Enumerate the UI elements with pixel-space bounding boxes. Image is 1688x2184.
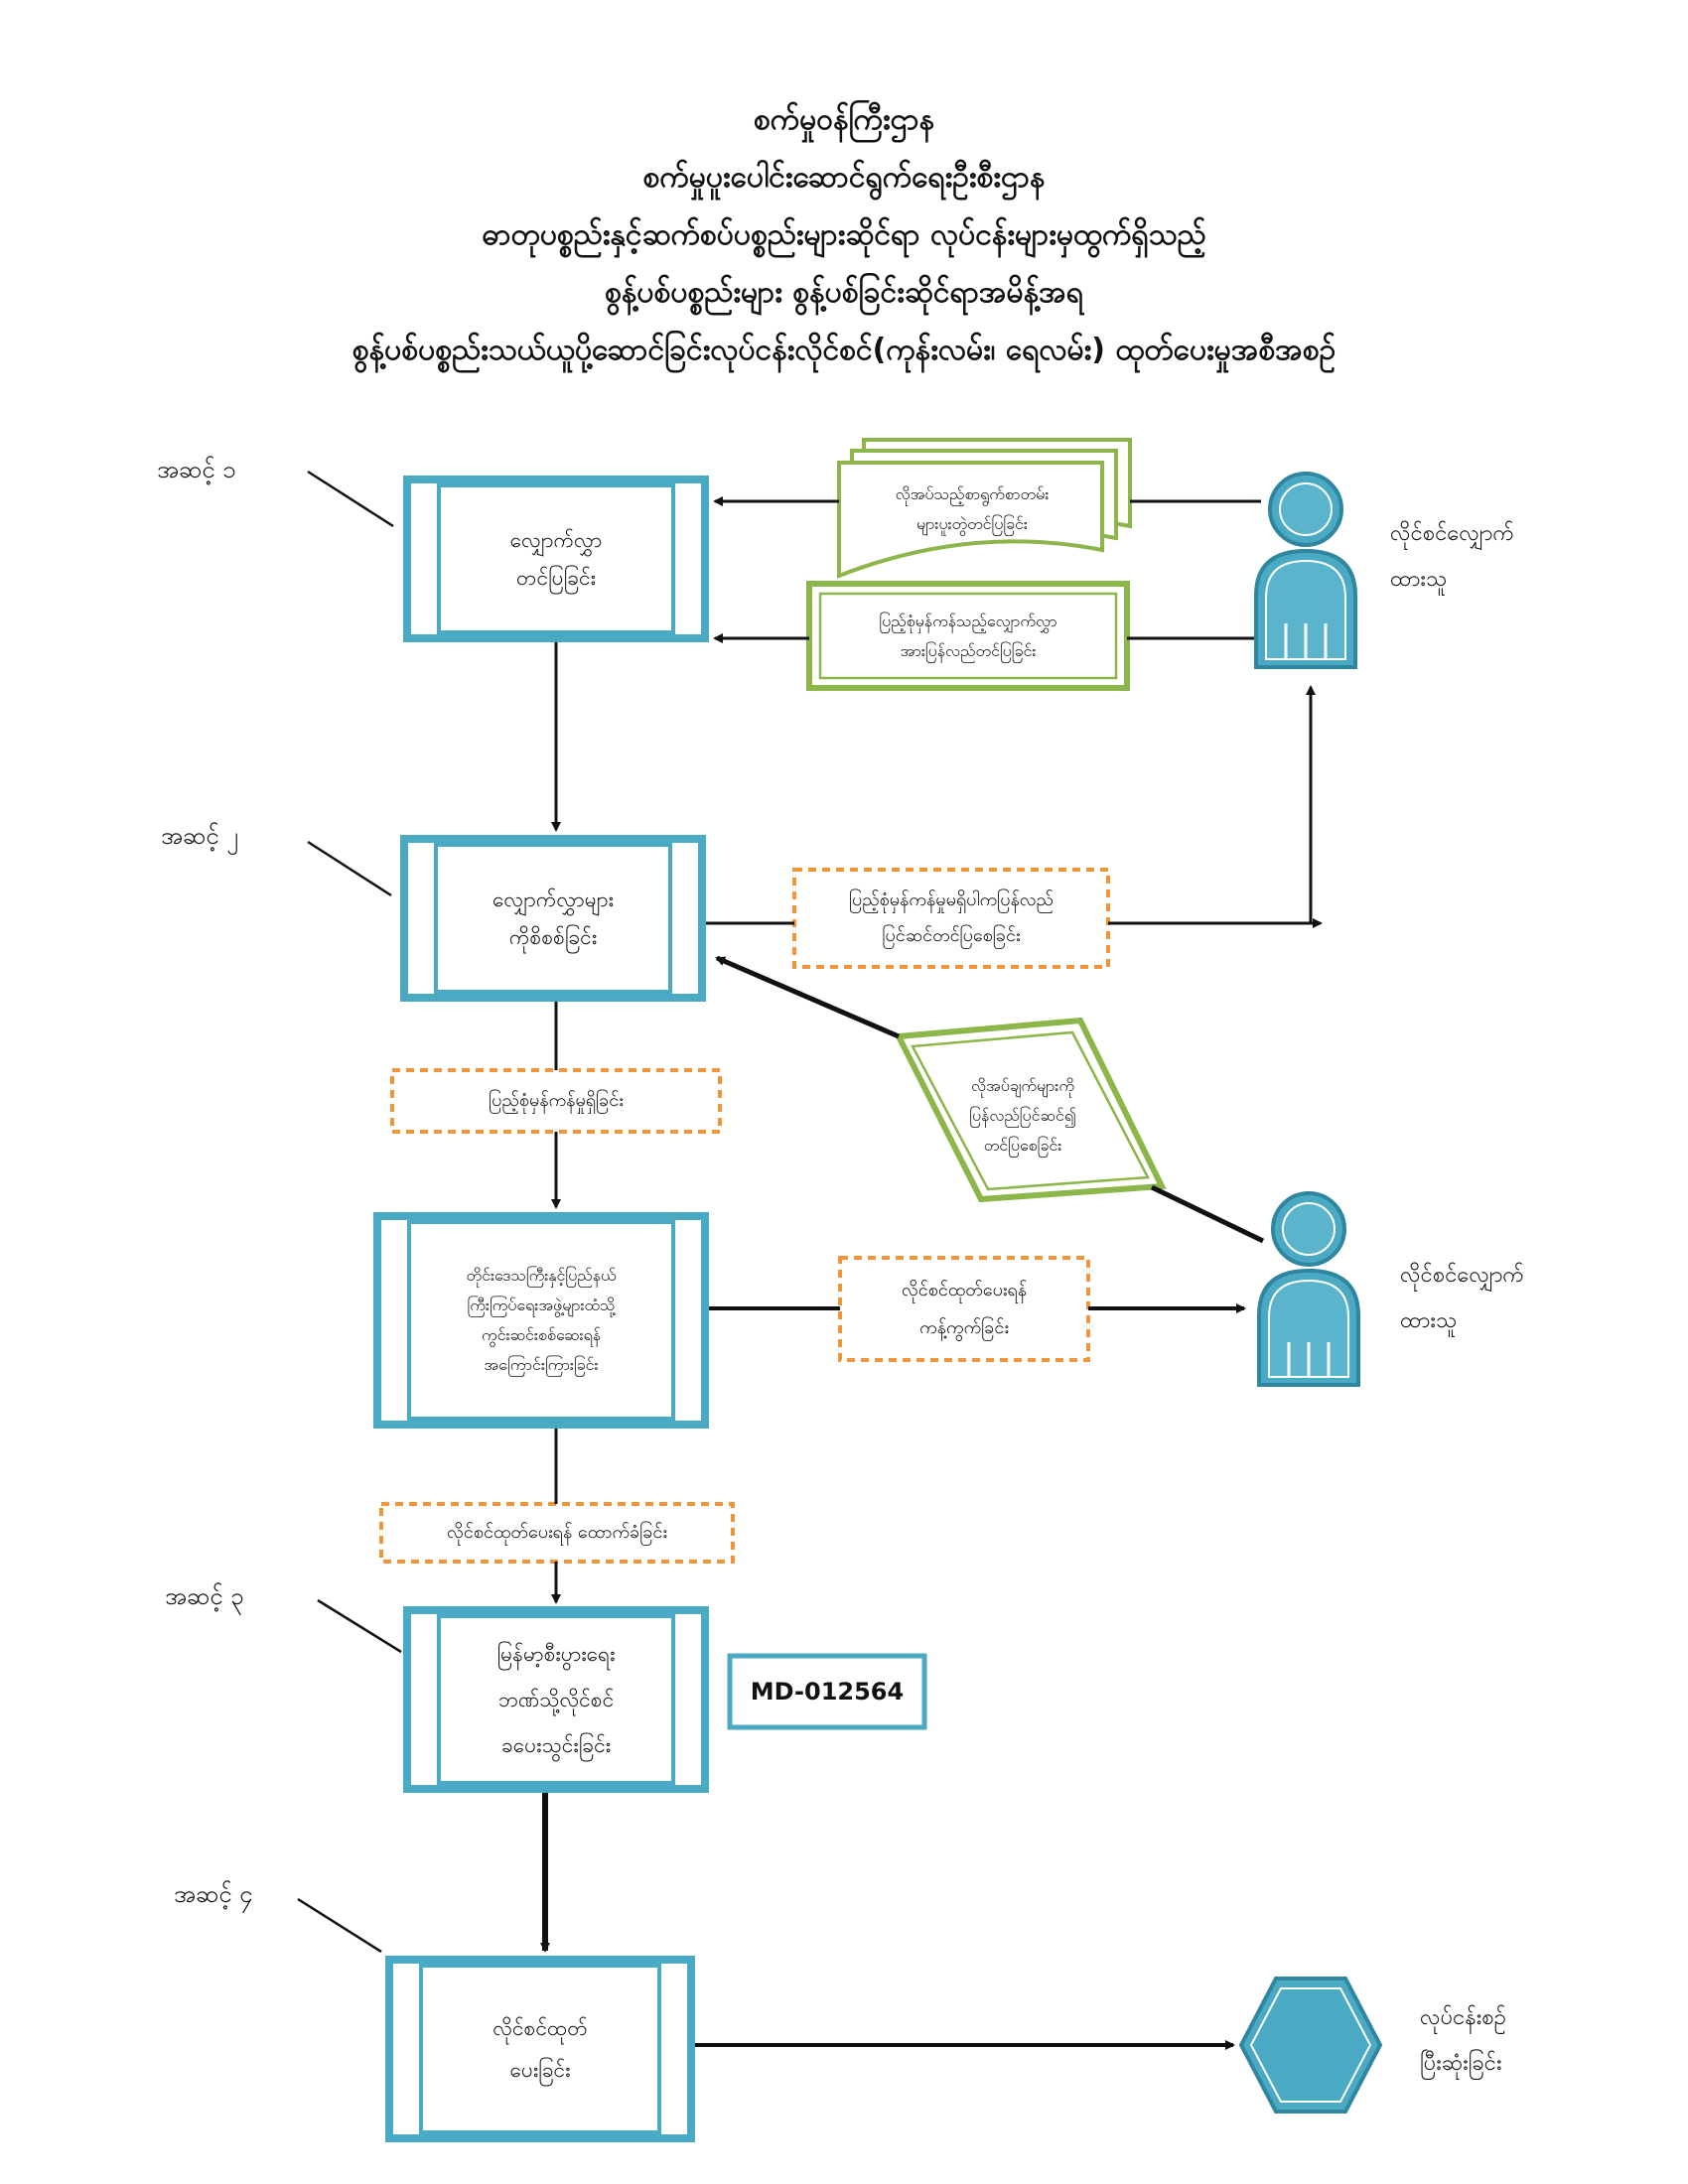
box-submit-application-text: လျှောက်လွှာတင်ပြခြင်း — [509, 528, 603, 590]
doc-stack-required-docs — [837, 438, 1132, 579]
box-incomplete-resubmit — [792, 868, 1110, 969]
page-title: စက်မှုဝန်ကြီးဌာန စက်မှုပူးပေါင်းဆောင်ရွက… — [0, 91, 1688, 379]
step4-pointer — [297, 1897, 382, 1954]
notify-fee-text: လိုင်စင်ထုတ်ပေးရန်ကန့်ကွက်ခြင်း — [901, 1279, 1028, 1338]
correct-requirements-text: လိုအပ်ချက်များကို ပြန်လည်ပြင်ဆင်၍ တင်ပြစ… — [969, 1076, 1076, 1155]
box-issue-license — [385, 1956, 695, 2142]
arrow-parallelogram-to-check — [715, 955, 900, 1039]
step-label-4: အဆင့် ၄ — [174, 1880, 253, 1908]
applicant-mid-label: လိုင်စင်လျှောက် ထားသူ — [1400, 1263, 1524, 1333]
license-code-box — [727, 1653, 927, 1730]
box-inspection — [373, 1212, 709, 1429]
person-icon — [1257, 1191, 1360, 1387]
box-permission — [403, 1606, 709, 1793]
end-label: လုပ်ငန်းစဉ် ပြီးဆုံးခြင်း — [1420, 2005, 1506, 2076]
complete-text: ပြည့်စုံမှန်ကန်မှုရှိခြင်း — [489, 1090, 624, 1111]
license-code: MD-012564 — [750, 1678, 905, 1706]
step1-pointer — [307, 470, 394, 528]
box-check-applications-text: လျှောက်လွှာများကိုစိစစ်ခြင်း — [492, 887, 615, 949]
box-resubmit-complete — [806, 581, 1130, 691]
incomplete-resubmit-text: ပြည့်စုံမှန်ကန်မှုမရှိပါကပြန်လည်ပြင်ဆင်တ… — [848, 889, 1055, 946]
applicant-top-label: လိုင်စင်လျှောက် ထားသူ — [1390, 521, 1514, 592]
title-department: စက်မှုပူးပေါင်းဆောင်ရွက်ရေးဦးစီးဌာန — [642, 160, 1046, 195]
box-issue-license-text: လိုင်စင်ထုတ်ပေးခြင်း — [492, 2016, 588, 2082]
resubmit-complete-text: ပြည့်စုံမှန်ကန်သည့်လျှောက်လွှာအားပြန်လည်… — [879, 611, 1057, 660]
parallelogram-correct-requirements — [894, 1017, 1167, 1203]
recommend-text: လိုင်စင်ထုတ်ပေးရန် ထောက်ခံခြင်း — [447, 1522, 667, 1543]
step-label-3: အဆင့် ၃ — [165, 1582, 244, 1610]
step2-pointer — [307, 840, 392, 897]
line-applicant-to-parallelogram — [1150, 1184, 1265, 1244]
title-line-4: စွန့်ပစ်ပစ္စည်းများ စွန့်ပစ်ခြင်းဆိုင်ရာ… — [604, 275, 1083, 310]
step3-pointer — [317, 1598, 402, 1654]
person-icon — [1254, 472, 1357, 669]
box-inspection-text: တိုင်းဒေသကြီးနှင့်ပြည်နယ် ကြီးကြပ်ရေးအဖွ… — [466, 1266, 617, 1374]
end-hexagon — [1238, 1977, 1383, 2114]
box-submit-application — [403, 476, 709, 642]
required-docs-text: လိုအပ်သည့်စာရွက်စာတမ်းများပူးတွဲတင်ပြခြင… — [895, 484, 1050, 533]
title-line-3: ဓာတုပစ္စည်းနှင့်ဆက်စပ်ပစ္စည်းများဆိုင်ရာ… — [482, 217, 1206, 252]
box-check-applications — [400, 835, 706, 1002]
step-label-1: အဆင့် ၁ — [157, 456, 236, 483]
box-permission-text: မြန်မာ့စီးပွားရေး ဘဏ်သို့လိုင်စင် ခပေးသွ… — [496, 1642, 616, 1757]
title-ministry: စက်မှုဝန်ကြီးဌာန — [753, 102, 935, 137]
step-label-2: အဆင့် ၂ — [161, 822, 238, 850]
title-line-5: စွန့်ပစ်ပစ္စည်းသယ်ယူပို့ဆောင်ခြင်းလုပ်ငန… — [352, 333, 1336, 367]
